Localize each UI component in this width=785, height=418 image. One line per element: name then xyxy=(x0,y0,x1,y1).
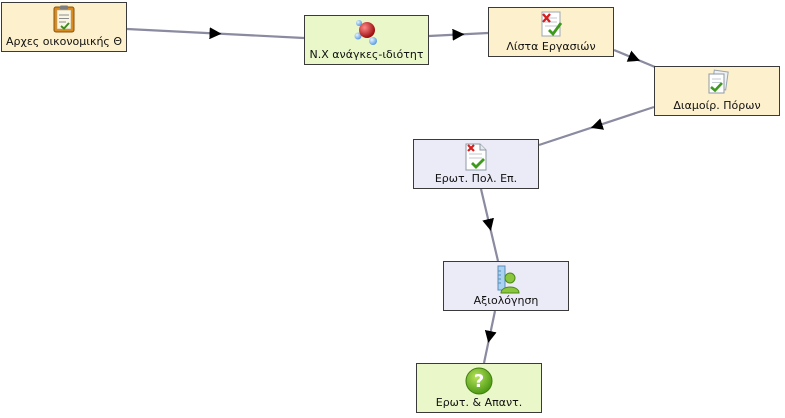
node-n6[interactable]: Αξιολόγηση xyxy=(443,261,569,311)
question-icon: ? xyxy=(417,366,541,396)
svg-text:?: ? xyxy=(474,371,484,392)
node-n7-label: Ερωτ. & Απαντ. xyxy=(435,396,523,409)
node-n2[interactable]: N.X ανάγκες-ιδιότητ xyxy=(304,15,429,65)
node-n3-label: Λίστα Εργασιών xyxy=(506,40,596,53)
node-n3[interactable]: Λίστα Εργασιών xyxy=(488,7,614,57)
edge-n2-n3 xyxy=(428,31,489,38)
node-n7[interactable]: ? Ερωτ. & Απαντ. xyxy=(416,363,542,413)
node-n4-label: Διαμοίρ. Πόρων xyxy=(673,99,761,112)
edge-n4-n5 xyxy=(538,105,655,147)
edge-n6-n7 xyxy=(482,310,497,364)
edge-n1-n2 xyxy=(126,27,305,40)
quiz-icon xyxy=(414,142,538,172)
task-list-icon xyxy=(489,10,613,40)
molecule-icon xyxy=(305,18,428,48)
notepad-icon xyxy=(2,5,126,35)
edge-n5-n6 xyxy=(479,188,500,262)
node-n5-label: Ερωτ. Πολ. Επ. xyxy=(434,172,518,185)
edge-n3-n4 xyxy=(613,48,656,69)
node-n1-label: Αρχες οικονομικής Θ xyxy=(5,35,123,48)
node-n4[interactable]: Διαμοίρ. Πόρων xyxy=(654,66,780,116)
node-n5[interactable]: Ερωτ. Πολ. Επ. xyxy=(413,139,539,189)
node-n2-label: N.X ανάγκες-ιδιότητ xyxy=(309,48,424,61)
node-n6-label: Αξιολόγηση xyxy=(473,294,539,307)
assessment-icon xyxy=(444,264,568,294)
node-n1[interactable]: Αρχες οικονομικής Θ xyxy=(1,2,127,52)
shared-resources-icon xyxy=(655,69,779,99)
